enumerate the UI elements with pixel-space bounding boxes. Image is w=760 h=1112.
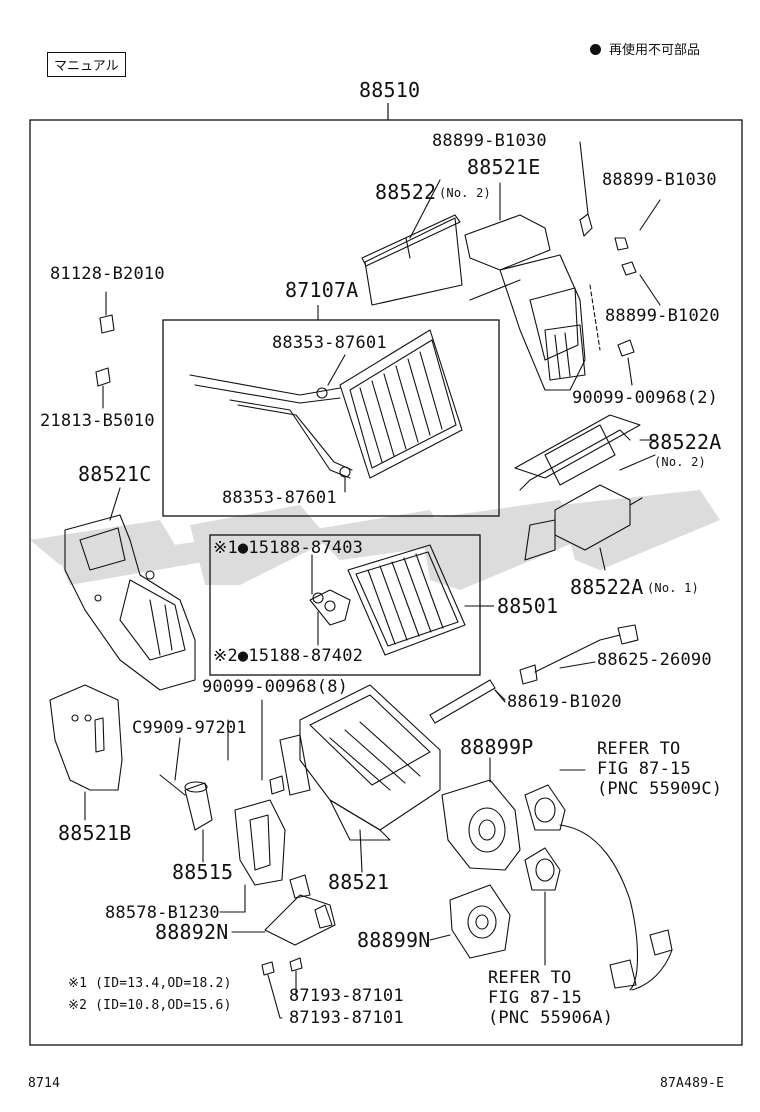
- label-88578-b1230[interactable]: 88578-B1230: [105, 903, 220, 923]
- label-21813-b5010[interactable]: 21813-B5010: [40, 411, 155, 431]
- sensor-drawing: [519, 624, 639, 685]
- figure-id: 87A489-E: [660, 1076, 725, 1091]
- label-c9909-97201[interactable]: C9909-97201: [132, 718, 247, 738]
- refer1-line3[interactable]: (PNC 55909C): [597, 779, 723, 799]
- label-88521c[interactable]: 88521C: [78, 462, 152, 486]
- non-reusable-dot-icon: [590, 44, 601, 55]
- housing-main-drawing: [279, 684, 441, 873]
- housing-c-drawing: [64, 514, 196, 691]
- valve-drawing: [159, 737, 213, 863]
- bracket-drawing: [231, 874, 336, 946]
- legend: 再使用不可部品: [590, 39, 700, 58]
- refer2-line3[interactable]: (PNC 55906A): [488, 1008, 614, 1028]
- blower-assembly-drawing: [524, 769, 673, 991]
- refer1-line2[interactable]: FIG 87-15: [597, 759, 691, 779]
- filter-a-no1-drawing: [524, 484, 643, 571]
- evaporator-box: [209, 534, 481, 676]
- bolt-87193-drawing: [261, 957, 303, 1019]
- label-88353-87601-top[interactable]: 88353-87601: [272, 333, 387, 353]
- legend-text: 再使用不可部品: [609, 43, 701, 58]
- label-88510[interactable]: 88510: [359, 78, 421, 102]
- label-88899p[interactable]: 88899P: [460, 735, 534, 759]
- label-88522a-no2-note: (No. 2): [654, 455, 706, 469]
- label-88515[interactable]: 88515: [172, 860, 234, 884]
- label-90099-00968-2[interactable]: 90099-00968(2): [572, 388, 719, 408]
- footnote-2: ※2 (ID=10.8,OD=15.6): [68, 998, 232, 1013]
- filter-no2-drawing: [361, 179, 463, 306]
- label-88501[interactable]: 88501: [497, 594, 559, 618]
- radiator-drawing: [189, 329, 463, 479]
- label-88899n[interactable]: 88899N: [357, 928, 431, 952]
- label-88521[interactable]: 88521: [328, 870, 390, 894]
- footnote-1: ※1 (ID=13.4,OD=18.2): [68, 976, 232, 991]
- fan-p-drawing: [441, 757, 521, 871]
- label-88522[interactable]: 88522: [375, 180, 437, 204]
- clip-screws-drawing: [589, 199, 661, 386]
- label-88522-note: (No. 2): [439, 186, 491, 200]
- label-88521e[interactable]: 88521E: [467, 155, 541, 179]
- label-88522a-no1-note: (No. 1): [647, 581, 699, 595]
- label-88899-b1030-a[interactable]: 88899-B1030: [432, 131, 547, 151]
- clip-b2010-drawing: [95, 291, 115, 409]
- label-88892n[interactable]: 88892N: [155, 920, 229, 944]
- label-88353-87601-bottom[interactable]: 88353-87601: [222, 488, 337, 508]
- label-88625-26090[interactable]: 88625-26090: [597, 650, 712, 670]
- label-87107a[interactable]: 87107A: [285, 278, 359, 302]
- housing-e-drawing: [464, 213, 593, 391]
- motor-n-drawing: [429, 884, 511, 959]
- refer2-line2[interactable]: FIG 87-15: [488, 988, 582, 1008]
- label-15188-87403[interactable]: ※1●15188-87403: [213, 538, 364, 558]
- filter-a-no2-drawing: [514, 414, 656, 491]
- leader-lines: [109, 141, 656, 1019]
- label-87193-87101-b[interactable]: 87193-87101: [289, 1008, 404, 1028]
- grommet-drawing: [219, 799, 286, 913]
- page-number: 8714: [28, 1076, 61, 1091]
- manual-tag: マニュアル: [47, 52, 126, 77]
- seal-drawing: [429, 679, 506, 724]
- label-81128-b2010[interactable]: 81128-B2010: [50, 264, 165, 284]
- evaporator-drawing: [309, 544, 466, 656]
- radiator-box: [162, 319, 500, 517]
- cover-b-drawing: [49, 684, 123, 821]
- bolt-8-drawing: [261, 699, 285, 795]
- assembly-frame: [29, 119, 743, 1046]
- refer1-line1[interactable]: REFER TO: [597, 739, 681, 759]
- label-88619-b1020[interactable]: 88619-B1020: [507, 692, 622, 712]
- label-87193-87101-a[interactable]: 87193-87101: [289, 986, 404, 1006]
- label-88522a-no2[interactable]: 88522A: [648, 430, 722, 454]
- refer2-line1[interactable]: REFER TO: [488, 968, 572, 988]
- label-88899-b1020[interactable]: 88899-B1020: [605, 306, 720, 326]
- label-90099-00968-8[interactable]: 90099-00968(8): [202, 677, 349, 697]
- label-88522a-no1[interactable]: 88522A: [570, 575, 644, 599]
- label-15188-87402[interactable]: ※2●15188-87402: [213, 646, 364, 666]
- label-88899-b1030-b[interactable]: 88899-B1030: [602, 170, 717, 190]
- label-88521b[interactable]: 88521B: [58, 821, 132, 845]
